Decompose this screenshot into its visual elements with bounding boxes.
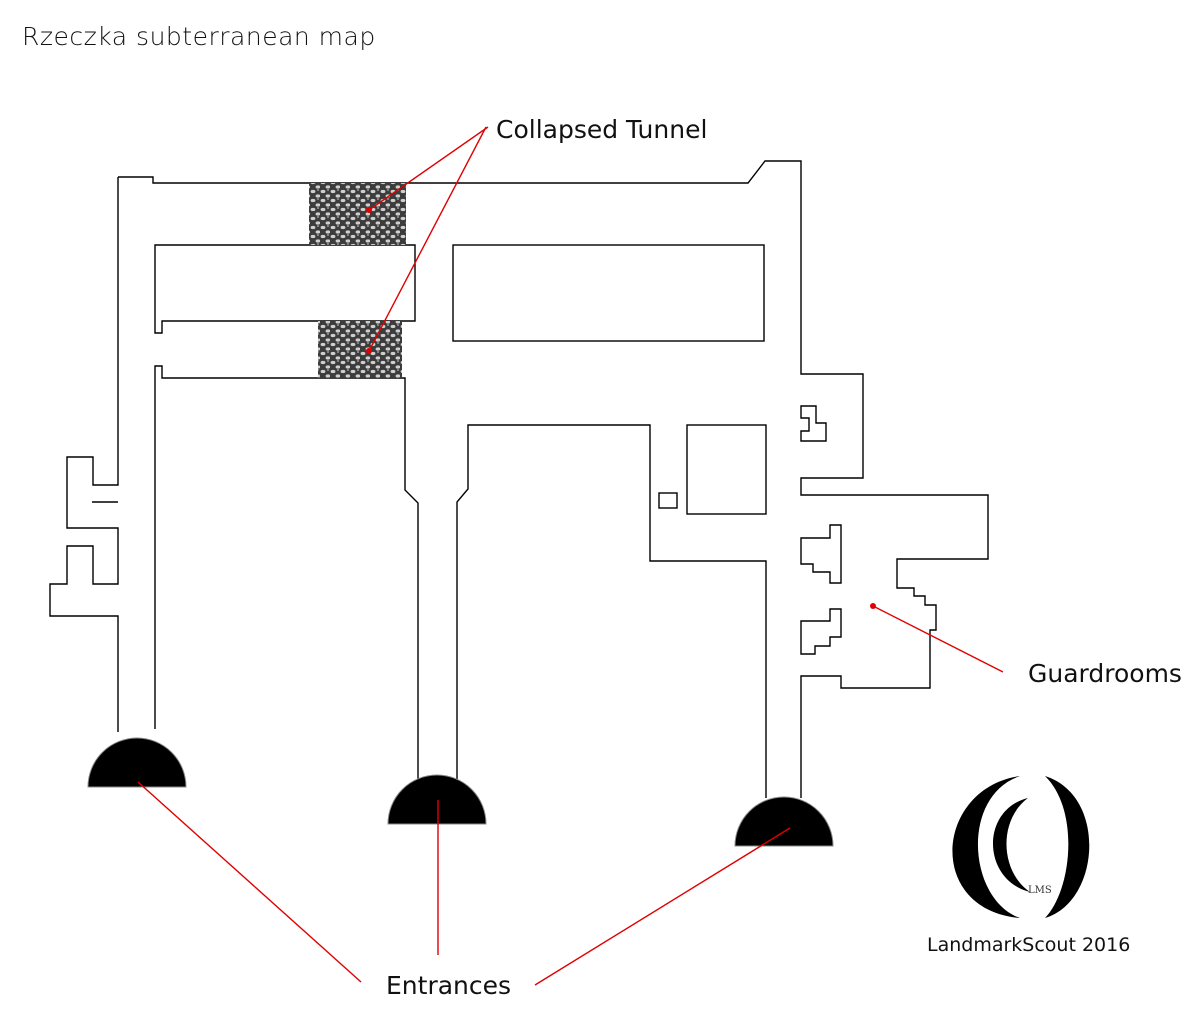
collapsed-section-upper [309, 183, 406, 245]
label-guardrooms: Guardrooms [1028, 659, 1182, 688]
entrance-middle [387, 774, 487, 825]
label-entrances: Entrances [386, 971, 511, 1000]
collapsed-section-lower [318, 321, 402, 378]
logo-left-arc [952, 776, 1020, 918]
map-title: Rzeczka subterranean map [22, 22, 376, 51]
label-collapsed-tunnel: Collapsed Tunnel [496, 115, 707, 144]
leader-lines [137, 126, 1004, 986]
logo-inner-arc [992, 798, 1030, 892]
tunnel-walls [49, 160, 989, 798]
logo-monogram: LMS [1028, 885, 1052, 896]
entrance-right [734, 796, 834, 847]
entrance-left [87, 737, 187, 788]
logo-credit: LandmarkScout 2016 [927, 934, 1130, 956]
logo-right-arc [1045, 776, 1090, 918]
landmarkscout-logo: LMS LandmarkScout 2016 [927, 776, 1130, 956]
